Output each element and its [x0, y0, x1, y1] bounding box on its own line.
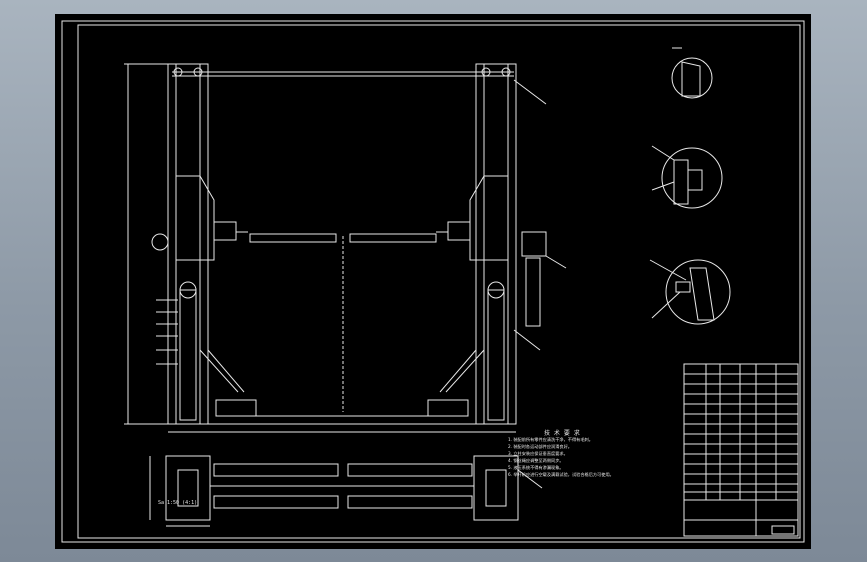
outer-border: [61, 20, 805, 543]
technical-note: 1. 装配前所有零件应清洗干净，不得有毛刺。: [508, 437, 593, 442]
title-block: [683, 363, 799, 537]
technical-note: 4. 钢丝绳应调整至两侧同步。: [508, 458, 564, 463]
detail-views: [649, 47, 731, 325]
inner-border: [77, 24, 801, 539]
technical-note: 3. 立柱安装应保证垂直度要求。: [508, 451, 568, 456]
left-arm: [249, 233, 337, 243]
technical-notes: 技 术 要 求 1. 装配前所有零件应清洗干净，不得有毛刺。 2. 装配时各运动…: [508, 430, 678, 478]
plan-view: [149, 455, 543, 527]
technical-note: 2. 装配时各运动部件应润滑良好。: [508, 444, 572, 449]
technical-note: 6. 举升机应进行空载及满载试验，试验合格后方可使用。: [508, 472, 614, 477]
technical-note: 5. 液压系统不得有渗漏现象。: [508, 465, 564, 470]
right-column: [475, 63, 517, 425]
power-unit: [521, 231, 547, 257]
front-view: [124, 63, 567, 433]
technical-notes-title: 技 术 要 求: [544, 430, 581, 437]
right-arm: [349, 233, 437, 243]
left-column: [167, 63, 209, 425]
plan-view-scale-note: Sa 1:50 (4:1): [158, 500, 198, 506]
